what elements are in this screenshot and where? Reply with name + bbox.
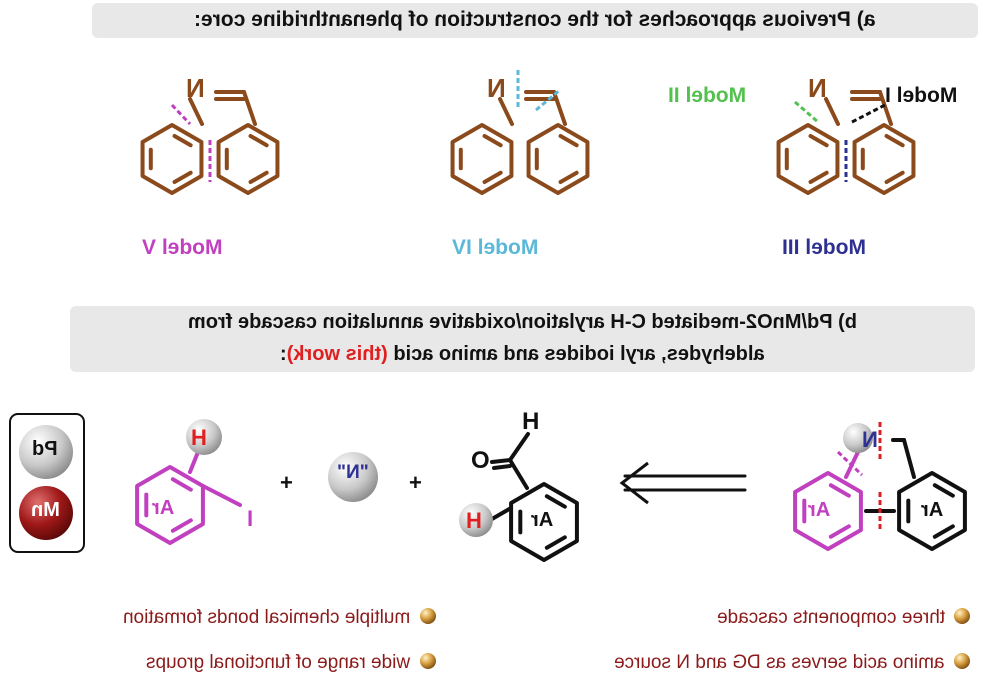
- iodine-label: I: [247, 506, 254, 531]
- aldehyde-c-o-double: [492, 464, 512, 470]
- model-v-label: Model V: [142, 236, 223, 259]
- product-n-ball: [843, 423, 873, 453]
- model-iii-left-benzene-double-bond-0: [808, 133, 829, 148]
- aryl-iodide-h-label: H: [191, 425, 207, 450]
- bullet-amino-acid: [954, 653, 970, 669]
- product-right-benzene-double-bond-1: [932, 524, 955, 539]
- model-v-left-benzene-double-bond-0: [172, 133, 193, 148]
- mn-ball: [19, 486, 73, 540]
- model-iii-left-benzene-double-bond-1: [808, 170, 829, 185]
- model-iii-right-benzene-double-bond-0: [884, 133, 905, 148]
- model-iii-left-benzene-ring: [776, 123, 840, 195]
- model-iii-bond-ch-ring: [878, 90, 893, 126]
- aldehyde-c-o-bond: [490, 458, 512, 464]
- model-ii-label: Model II: [668, 84, 747, 107]
- aldehyde-h-ball: [459, 503, 493, 537]
- section-a-heading: a) Previous approaches for the construct…: [194, 8, 876, 31]
- model-iv-left-benzene-double-bond-1: [482, 170, 503, 185]
- aldehyde-ortho-h-label: H: [466, 508, 482, 533]
- product-right-benzene-ring: [897, 471, 967, 551]
- model-iii-right-benzene-ring: [852, 123, 916, 195]
- model-iv-right-benzene-ring: [526, 123, 590, 195]
- model-i-label: Model I: [885, 84, 958, 107]
- model-iii-bond-ring-n: [824, 97, 840, 126]
- model-iv-nitrogen: N: [487, 73, 506, 103]
- plus-sign-1: +: [280, 470, 293, 495]
- product-ar-left-label: Ar: [808, 499, 831, 521]
- product-left-benzene-double-bond-1: [828, 524, 851, 539]
- this-work-highlight: (this work): [286, 343, 388, 365]
- aldehyde-o-label: O: [471, 447, 490, 474]
- product-ch-ring-bond: [902, 438, 916, 479]
- model-iii-nitrogen: N: [808, 73, 827, 103]
- model-ii-disconnection: [794, 100, 819, 124]
- model-v-bond-ring-n: [188, 97, 204, 126]
- bullet-text-three-components: three components cascade: [716, 607, 945, 628]
- model-iv-left-benzene-ring: [450, 123, 514, 195]
- aldehyde-ring: [509, 482, 579, 562]
- model-iv-left-benzene-double-bond-0: [482, 133, 503, 148]
- aldehyde-double-bond-1: [544, 535, 567, 550]
- retro-arrow-head: [619, 461, 649, 505]
- model-v-left-benzene-double-bond-1: [172, 170, 193, 185]
- model-v-bond-ch-ring: [242, 90, 257, 126]
- aryl-iodide-c-h-bond: [188, 450, 200, 474]
- aryl-iodide-double-bond-1: [170, 518, 193, 533]
- n-source-label: "N": [337, 462, 369, 483]
- bullet-text-amino-acid: amino acid serves as DG and N source: [614, 652, 945, 673]
- model-iv-right-benzene-double-bond-0: [558, 133, 579, 148]
- pd-catalyst-label: Pd: [32, 438, 58, 460]
- product-left-benzene-double-bond-0: [828, 483, 851, 498]
- model-iv-right-benzene-double-bond-1: [558, 170, 579, 185]
- product-right-benzene-double-bond-0: [932, 483, 955, 498]
- model-v-right-benzene-ring: [216, 123, 280, 195]
- product-n-label: N: [862, 427, 878, 452]
- product-left-benzene-ring: [793, 471, 863, 551]
- model-iii-right-benzene-double-bond-1: [884, 170, 905, 185]
- model-v-left-benzene-ring: [140, 123, 204, 195]
- model-iv-bond-ch-ring: [552, 90, 567, 126]
- section-b-line2-text: aldehydes, aryl iodides and amino acid: [388, 343, 765, 365]
- n-source-ball: [328, 452, 378, 502]
- bullet-text-functional-groups: wide range of functional groups: [145, 652, 410, 673]
- bullet-functional-groups: [420, 653, 436, 669]
- section-b-line2: aldehydes, aryl iodides and amino acid (…: [280, 339, 765, 369]
- aldehyde-ring-cho-bond: [508, 458, 529, 490]
- plus-sign-2: +: [409, 470, 422, 495]
- bullet-three-components: [954, 608, 970, 624]
- model-v-disconnection-cn: [170, 103, 192, 126]
- mn-catalyst-label: Mn: [30, 499, 60, 521]
- aldehyde-ar-label: Ar: [531, 509, 554, 531]
- model-v-nitrogen: N: [186, 73, 205, 103]
- model-v-right-benzene-double-bond-0: [248, 133, 269, 148]
- product-disconnection-magenta: [836, 450, 864, 477]
- product-ar-right-label: Ar: [921, 499, 944, 521]
- model-iii-label: Model III: [782, 236, 866, 259]
- aryl-iodide-double-bond-0: [170, 477, 193, 492]
- section-a-banner: [92, 3, 978, 38]
- section-b-line2-colon: :: [280, 343, 287, 365]
- aldehyde-double-bond-0: [544, 494, 567, 509]
- model-iv-disconnection-cc: [535, 88, 561, 112]
- model-iv-label: Model IV: [452, 236, 539, 259]
- aryl-iodide-c-i-bond: [201, 484, 242, 507]
- aldehyde-ortho-bond: [490, 506, 513, 521]
- bullet-multiple-bonds: [420, 608, 436, 624]
- model-i-disconnection: [851, 103, 886, 124]
- section-b-banner: [70, 306, 975, 372]
- aldehyde-c-h-bond: [508, 432, 530, 462]
- model-v-right-benzene-double-bond-1: [248, 170, 269, 185]
- bullet-text-multiple-bonds: multiple chemical bonds formation: [122, 607, 410, 628]
- section-b-line1: b) Pd/MnO2-mediated C-H arylation/oxidat…: [187, 311, 857, 333]
- model-iv-bond-ring-n: [498, 97, 514, 126]
- aryl-iodide-ar-label: Ar: [152, 497, 175, 519]
- pd-ball: [19, 425, 73, 479]
- aryl-iodide-h-ball: [186, 419, 222, 455]
- aldehyde-h-label: H: [522, 408, 540, 435]
